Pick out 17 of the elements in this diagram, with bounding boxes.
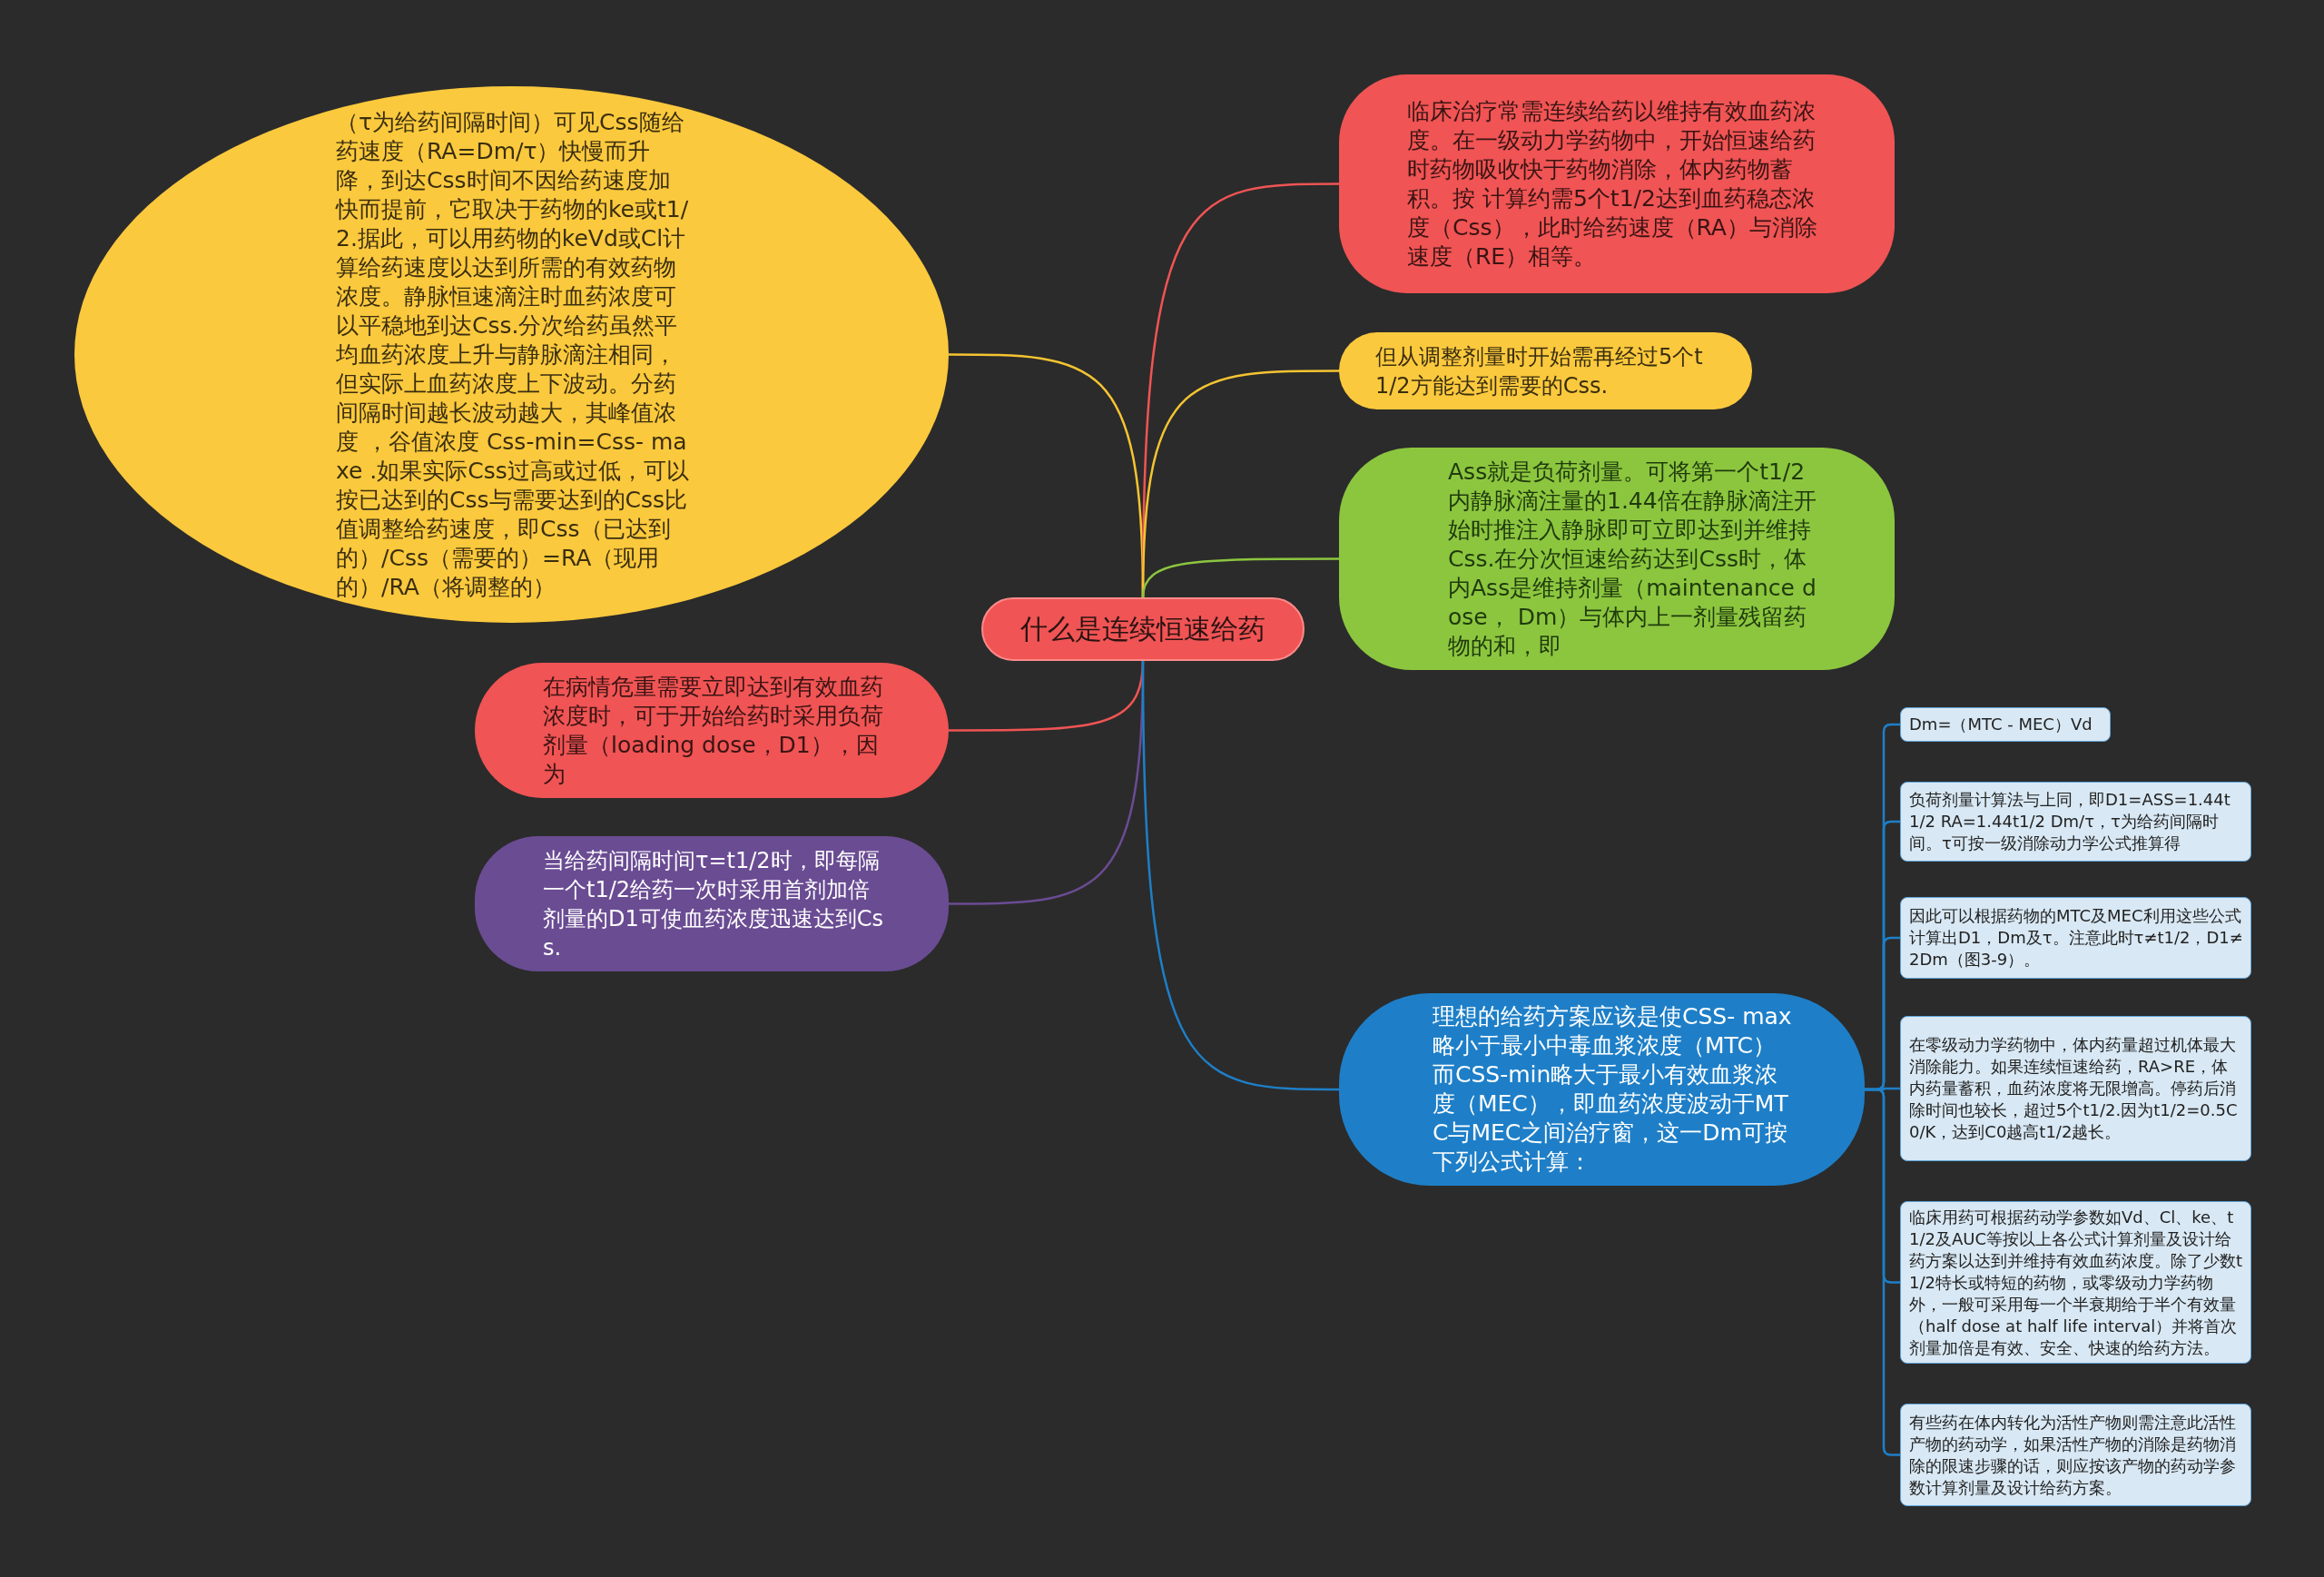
note-box: 临床用药可根据药动学参数如Vd、Cl、ke、t1/2及AUC等按以上各公式计算剂量及设计给药方案以达到并维持有效血药浓度。除了少数t1/2特长或特短的药物，或零级动力学药物外，一般可采用每一个半衰期给于半个有效量（half dose at half life interval）并将首次剂量加倍是有效、安全、快速的给药方法。: [1900, 1201, 2251, 1364]
topic-bubble: （τ为给药间隔时间）可见Css随给药速度（RA=Dm/τ）快慢而升降，到达Css时间不因给药速度加快而提前，它取决于药物的ke或t1/2.据此，可以用药物的keVd或Cl计算给药速度以达到所需的有效药物浓度。静脉恒速滴注时血药浓度可以平稳地到达Css.分次给药虽然平均血药浓度上升与静脉滴注相同，但实际上血药浓度上下波动。分药间隔时间越长波动越大，其峰值浓度 ，谷值浓度 Css-min=Css- maxe .如果实际Css过高或过低，可以按已达到的Css与需要达到的Css比值调整给药速度，即Css（已达到的）/Css（需要的）=RA（现用的）/RA（将调整的）: [74, 86, 949, 623]
note-box: Dm=（MTC - MEC）Vd: [1900, 707, 2111, 742]
topic-bubble: 在病情危重需要立即达到有效血药浓度时，可于开始给药时采用负荷剂量（loading dose，D1），因为: [475, 663, 949, 798]
topic-bubble: 但从调整剂量时开始需再经过5个t1/2方能达到需要的Css.: [1339, 332, 1752, 409]
note-box: 有些药在体内转化为活性产物则需注意此活性产物的药动学，如果活性产物的消除是药物消除的限速步骤的话，则应按该产物的药动学参数计算剂量及设计给药方案。: [1900, 1404, 2251, 1506]
topic-bubble: 当给药间隔时间τ=t1/2时，即每隔一个t1/2给药一次时采用首剂加倍剂量的D1可使血药浓度迅速达到Css.: [475, 836, 949, 971]
connector-line: [1141, 661, 1339, 1091]
connector-line: [1865, 1088, 1900, 1456]
connector-line: [1141, 557, 1339, 598]
note-box: 负荷剂量计算法与上同，即D1=ASS=1.44t1/2 RA=1.44t1/2 Dm/τ，τ为给药间隔时间。τ可按一级消除动力学公式推算得: [1900, 782, 2251, 862]
topic-bubble: Ass就是负荷剂量。可将第一个t1/2内静脉滴注量的1.44倍在静脉滴注开始时推注入静脉即可立即达到并维持Css.在分次恒速给药达到Css时，体内Ass是维持剂量（maintenance dose， Dm）与体内上一剂量残留药物的和，即: [1339, 448, 1895, 670]
topic-bubble: 临床治疗常需连续给药以维持有效血药浓度。在一级动力学药物中，开始恒速给药时药物吸收快于药物消除，体内药物蓄积。按 计算约需5个t1/2达到血药稳态浓度（Css），此时给药速度（RA）与消除速度（RE）相等。: [1339, 74, 1895, 293]
topic-box: 什么是连续恒速给药: [981, 597, 1305, 661]
note-box: 因此可以根据药物的MTC及MEC利用这些公式计算出D1，Dm及τ。注意此时τ≠t1/2，D1≠2Dm（图3-9）。: [1900, 897, 2251, 979]
note-box: 在零级动力学药物中，体内药量超过机体最大消除能力。如果连续恒速给药，RA>RE，体内药量蓄积，血药浓度将无限增高。停药后消除时间也较长，超过5个t1/2.因为t1/2=0.5C0/K，达到C0越高t1/2越长。: [1900, 1016, 2251, 1161]
topic-bubble: 理想的给药方案应该是使CSS- max略小于最小中毒血浆浓度（MTC）而CSS-min略大于最小有效血浆浓度（MEC），即血药浓度波动于MTC与MEC之间治疗窗，这一Dm可按下列公式计算：: [1339, 993, 1865, 1186]
